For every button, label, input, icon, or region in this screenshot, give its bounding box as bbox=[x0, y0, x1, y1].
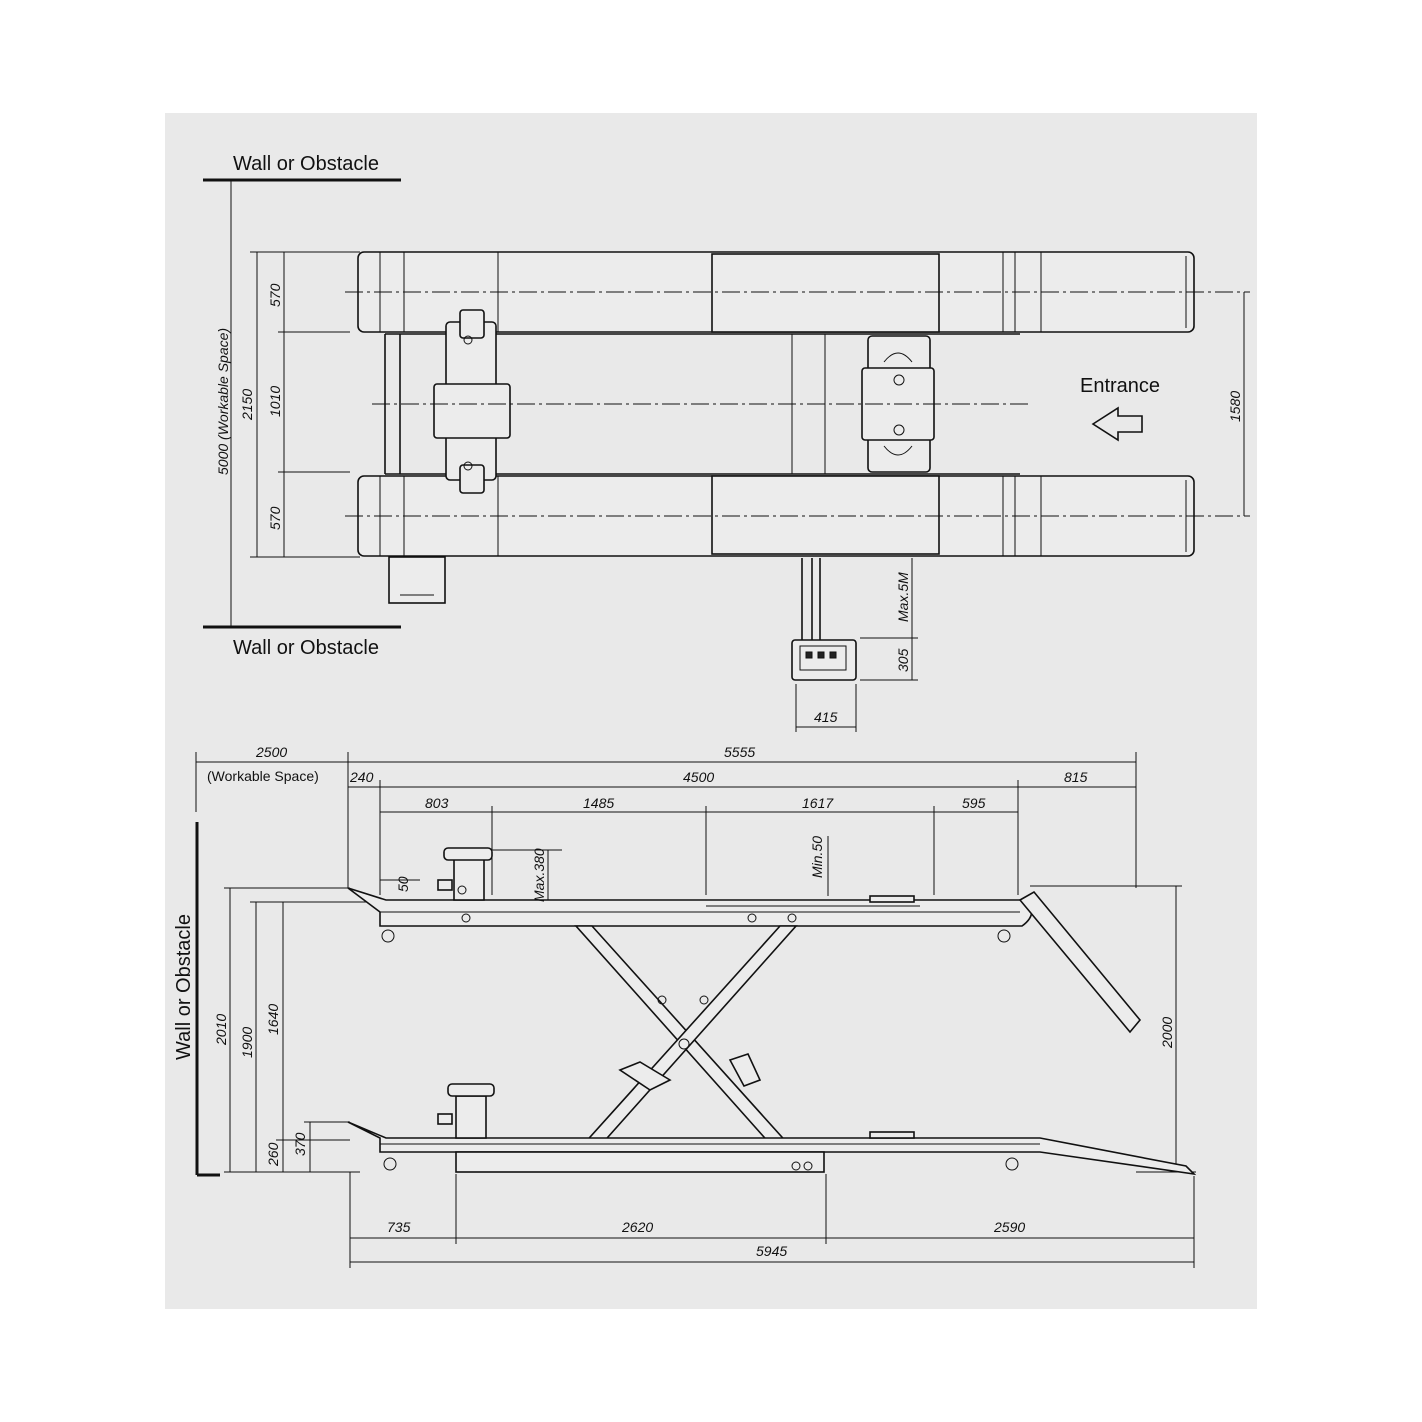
workable-side-label: (Workable Space) bbox=[207, 768, 319, 784]
top-view: Wall or Obstacle Wall or Obstacle 5000 (… bbox=[203, 153, 1250, 732]
wall-top-label: Wall or Obstacle bbox=[233, 153, 379, 175]
dim-370: 370 bbox=[292, 1132, 308, 1156]
dim-570-bottom: 570 bbox=[267, 506, 283, 530]
dim-1900: 1900 bbox=[239, 1027, 255, 1058]
wall-bottom-label: Wall or Obstacle bbox=[233, 637, 379, 659]
dim-max5m: Max.5M bbox=[895, 572, 911, 622]
raised-ramp bbox=[1018, 890, 1142, 1034]
dim-5555: 5555 bbox=[724, 744, 755, 760]
dim-240: 240 bbox=[349, 769, 374, 785]
dim-1010: 1010 bbox=[267, 386, 283, 417]
dim-2590: 2590 bbox=[993, 1219, 1025, 1235]
dim-2620: 2620 bbox=[621, 1219, 653, 1235]
dim-1580: 1580 bbox=[1227, 391, 1243, 422]
dim-2000: 2000 bbox=[1159, 1017, 1175, 1049]
dim-50: 50 bbox=[395, 876, 411, 892]
lowered-platform bbox=[347, 1121, 1197, 1176]
dim-5945: 5945 bbox=[756, 1243, 787, 1259]
side-view: 2500 (Workable Space) 5555 240 4500 815 … bbox=[173, 744, 1197, 1268]
dim-815: 815 bbox=[1064, 769, 1088, 785]
dim-2500: 2500 bbox=[255, 744, 287, 760]
workable-top-label: 5000 (Workable Space) bbox=[215, 328, 231, 475]
dim-min50: Min.50 bbox=[809, 836, 825, 878]
bottom-bracket bbox=[388, 556, 446, 604]
dim-415: 415 bbox=[814, 709, 838, 725]
raised-platform bbox=[347, 887, 1033, 927]
wall-side-label: Wall or Obstacle bbox=[173, 914, 195, 1060]
dim-4500: 4500 bbox=[683, 769, 714, 785]
lowered-wheel-clamp bbox=[455, 1095, 487, 1139]
dim-2150: 2150 bbox=[239, 389, 255, 421]
dim-1617: 1617 bbox=[802, 795, 834, 811]
base-frame bbox=[455, 1151, 825, 1173]
dim-1640: 1640 bbox=[265, 1004, 281, 1035]
dim-2010: 2010 bbox=[213, 1014, 229, 1046]
dim-260: 260 bbox=[265, 1142, 281, 1167]
entrance-label: Entrance bbox=[1080, 375, 1160, 397]
lower-runway-panel bbox=[711, 475, 940, 555]
entrance-arrow-icon bbox=[1091, 406, 1143, 442]
dim-595: 595 bbox=[962, 795, 986, 811]
dim-735: 735 bbox=[387, 1219, 411, 1235]
dim-803: 803 bbox=[425, 795, 449, 811]
dim-305: 305 bbox=[895, 648, 911, 672]
upper-runway-panel bbox=[711, 253, 940, 333]
dim-570-top: 570 bbox=[267, 283, 283, 307]
dim-max380: Max.380 bbox=[531, 848, 547, 902]
dim-1485: 1485 bbox=[583, 795, 614, 811]
raised-wheel-clamp bbox=[453, 857, 485, 901]
